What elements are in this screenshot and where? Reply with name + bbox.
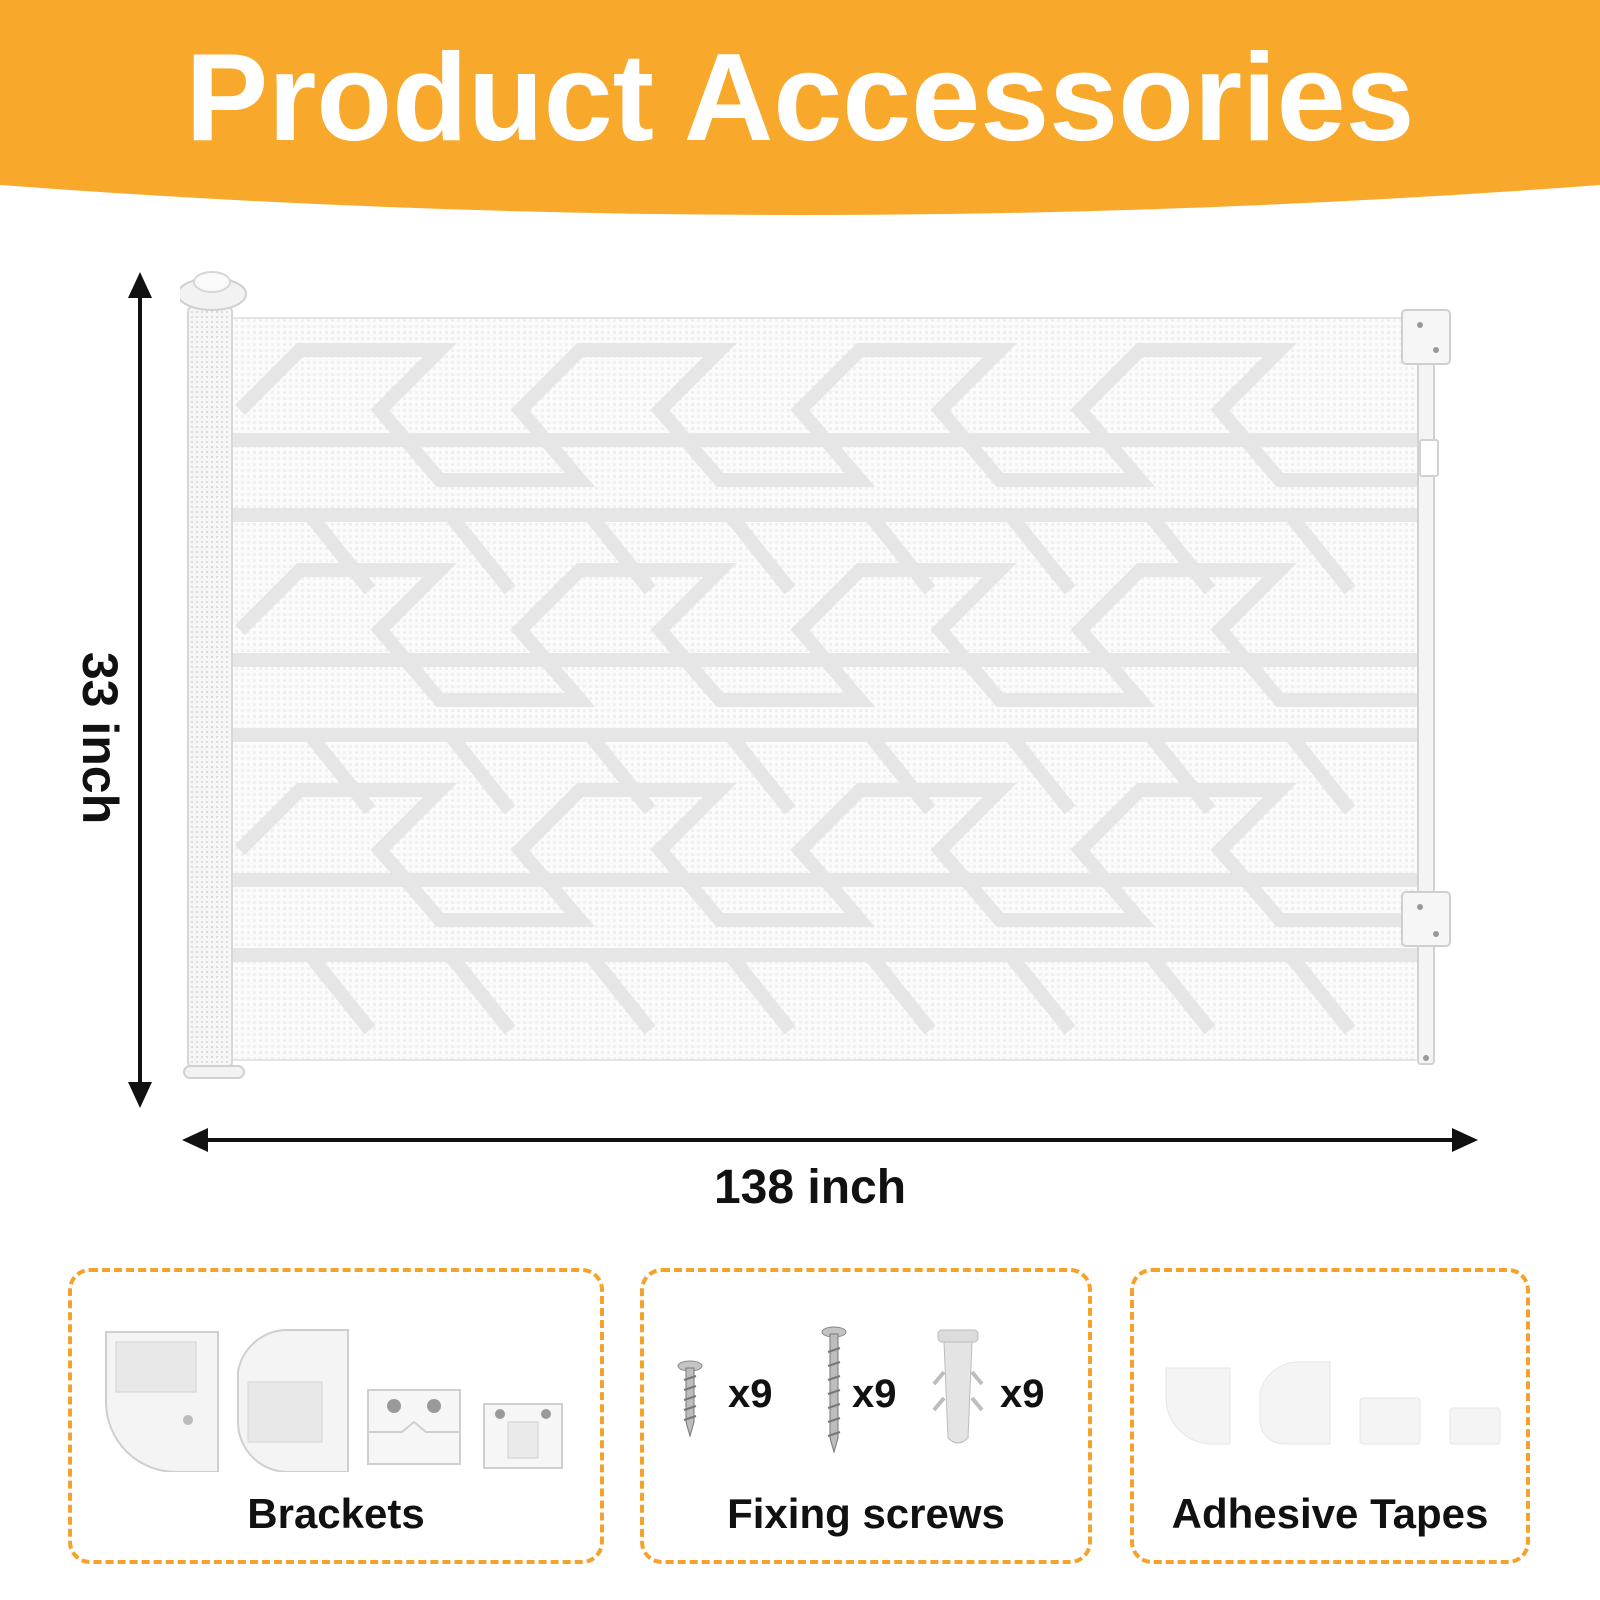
page-title: Product Accessories bbox=[185, 29, 1415, 167]
short-screw-icon bbox=[677, 1360, 703, 1438]
brackets-label: Brackets bbox=[247, 1490, 425, 1537]
banner-background bbox=[0, 0, 1600, 215]
width-dimension-arrow bbox=[182, 1128, 1478, 1152]
adhesive-tapes-icon bbox=[1165, 1361, 1501, 1445]
fixing-screws-panel: x9 x9 x9 Fixing screws bbox=[640, 1268, 1092, 1564]
long-screw-quantity: x9 bbox=[852, 1372, 897, 1416]
short-screw-quantity: x9 bbox=[728, 1372, 773, 1416]
adhesive-tapes-panel: Adhesive Tapes bbox=[1130, 1268, 1530, 1564]
width-label: 138 inch bbox=[713, 1161, 907, 1214]
brackets-icon bbox=[105, 1328, 563, 1472]
title-banner: Product Accessories bbox=[0, 0, 1600, 230]
height-label: 33 inch bbox=[72, 651, 128, 825]
adhesive-tapes-label: Adhesive Tapes bbox=[1171, 1490, 1489, 1537]
brackets-panel: Brackets bbox=[68, 1268, 604, 1564]
retractable-gate-illustration bbox=[180, 270, 1520, 1110]
height-dimension-arrow bbox=[128, 272, 152, 1108]
long-screw-icon bbox=[821, 1326, 847, 1454]
fixing-screws-label: Fixing screws bbox=[727, 1490, 1005, 1537]
wall-anchor-icon bbox=[932, 1329, 984, 1444]
wall-anchor-quantity: x9 bbox=[1000, 1372, 1045, 1416]
